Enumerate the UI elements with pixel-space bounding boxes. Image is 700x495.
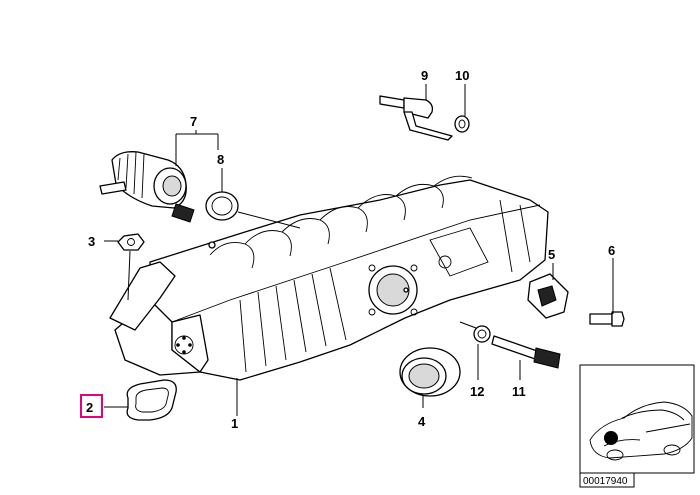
idle-control-valve	[99, 151, 195, 223]
callout-2[interactable]: 2	[86, 400, 93, 415]
bolt	[589, 311, 625, 327]
callout-1[interactable]: 1	[231, 416, 238, 431]
callout-labels: 1 2 3 4 5 6 7 8 9 10 11 12	[86, 68, 615, 431]
callout-3[interactable]: 3	[88, 234, 95, 249]
intake-manifold	[109, 175, 549, 381]
callout-12[interactable]: 12	[470, 384, 484, 399]
vehicle-locator-thumbnail	[579, 364, 695, 474]
seal-washer	[473, 325, 491, 343]
reference-number-box	[579, 472, 635, 488]
nut	[117, 233, 145, 251]
callout-9[interactable]: 9	[421, 68, 428, 83]
reference-number: 00017940	[583, 476, 628, 487]
engine-location-marker	[604, 431, 618, 445]
callout-11[interactable]: 11	[512, 384, 526, 399]
washer	[454, 115, 470, 133]
leader-lines	[104, 84, 614, 416]
callout-5[interactable]: 5	[548, 247, 555, 262]
callout-8[interactable]: 8	[217, 152, 224, 167]
callout-6[interactable]: 6	[608, 243, 615, 258]
callout-4[interactable]: 4	[418, 414, 426, 429]
callout-2-highlight	[80, 394, 103, 418]
callout-7[interactable]: 7	[190, 114, 197, 129]
temperature-sensor	[379, 95, 453, 141]
temperature-sender	[491, 335, 561, 369]
o-ring	[205, 191, 239, 221]
sealing-ring	[399, 347, 461, 397]
gasket	[126, 379, 177, 421]
bracket	[527, 273, 569, 319]
callout-10[interactable]: 10	[455, 68, 469, 83]
